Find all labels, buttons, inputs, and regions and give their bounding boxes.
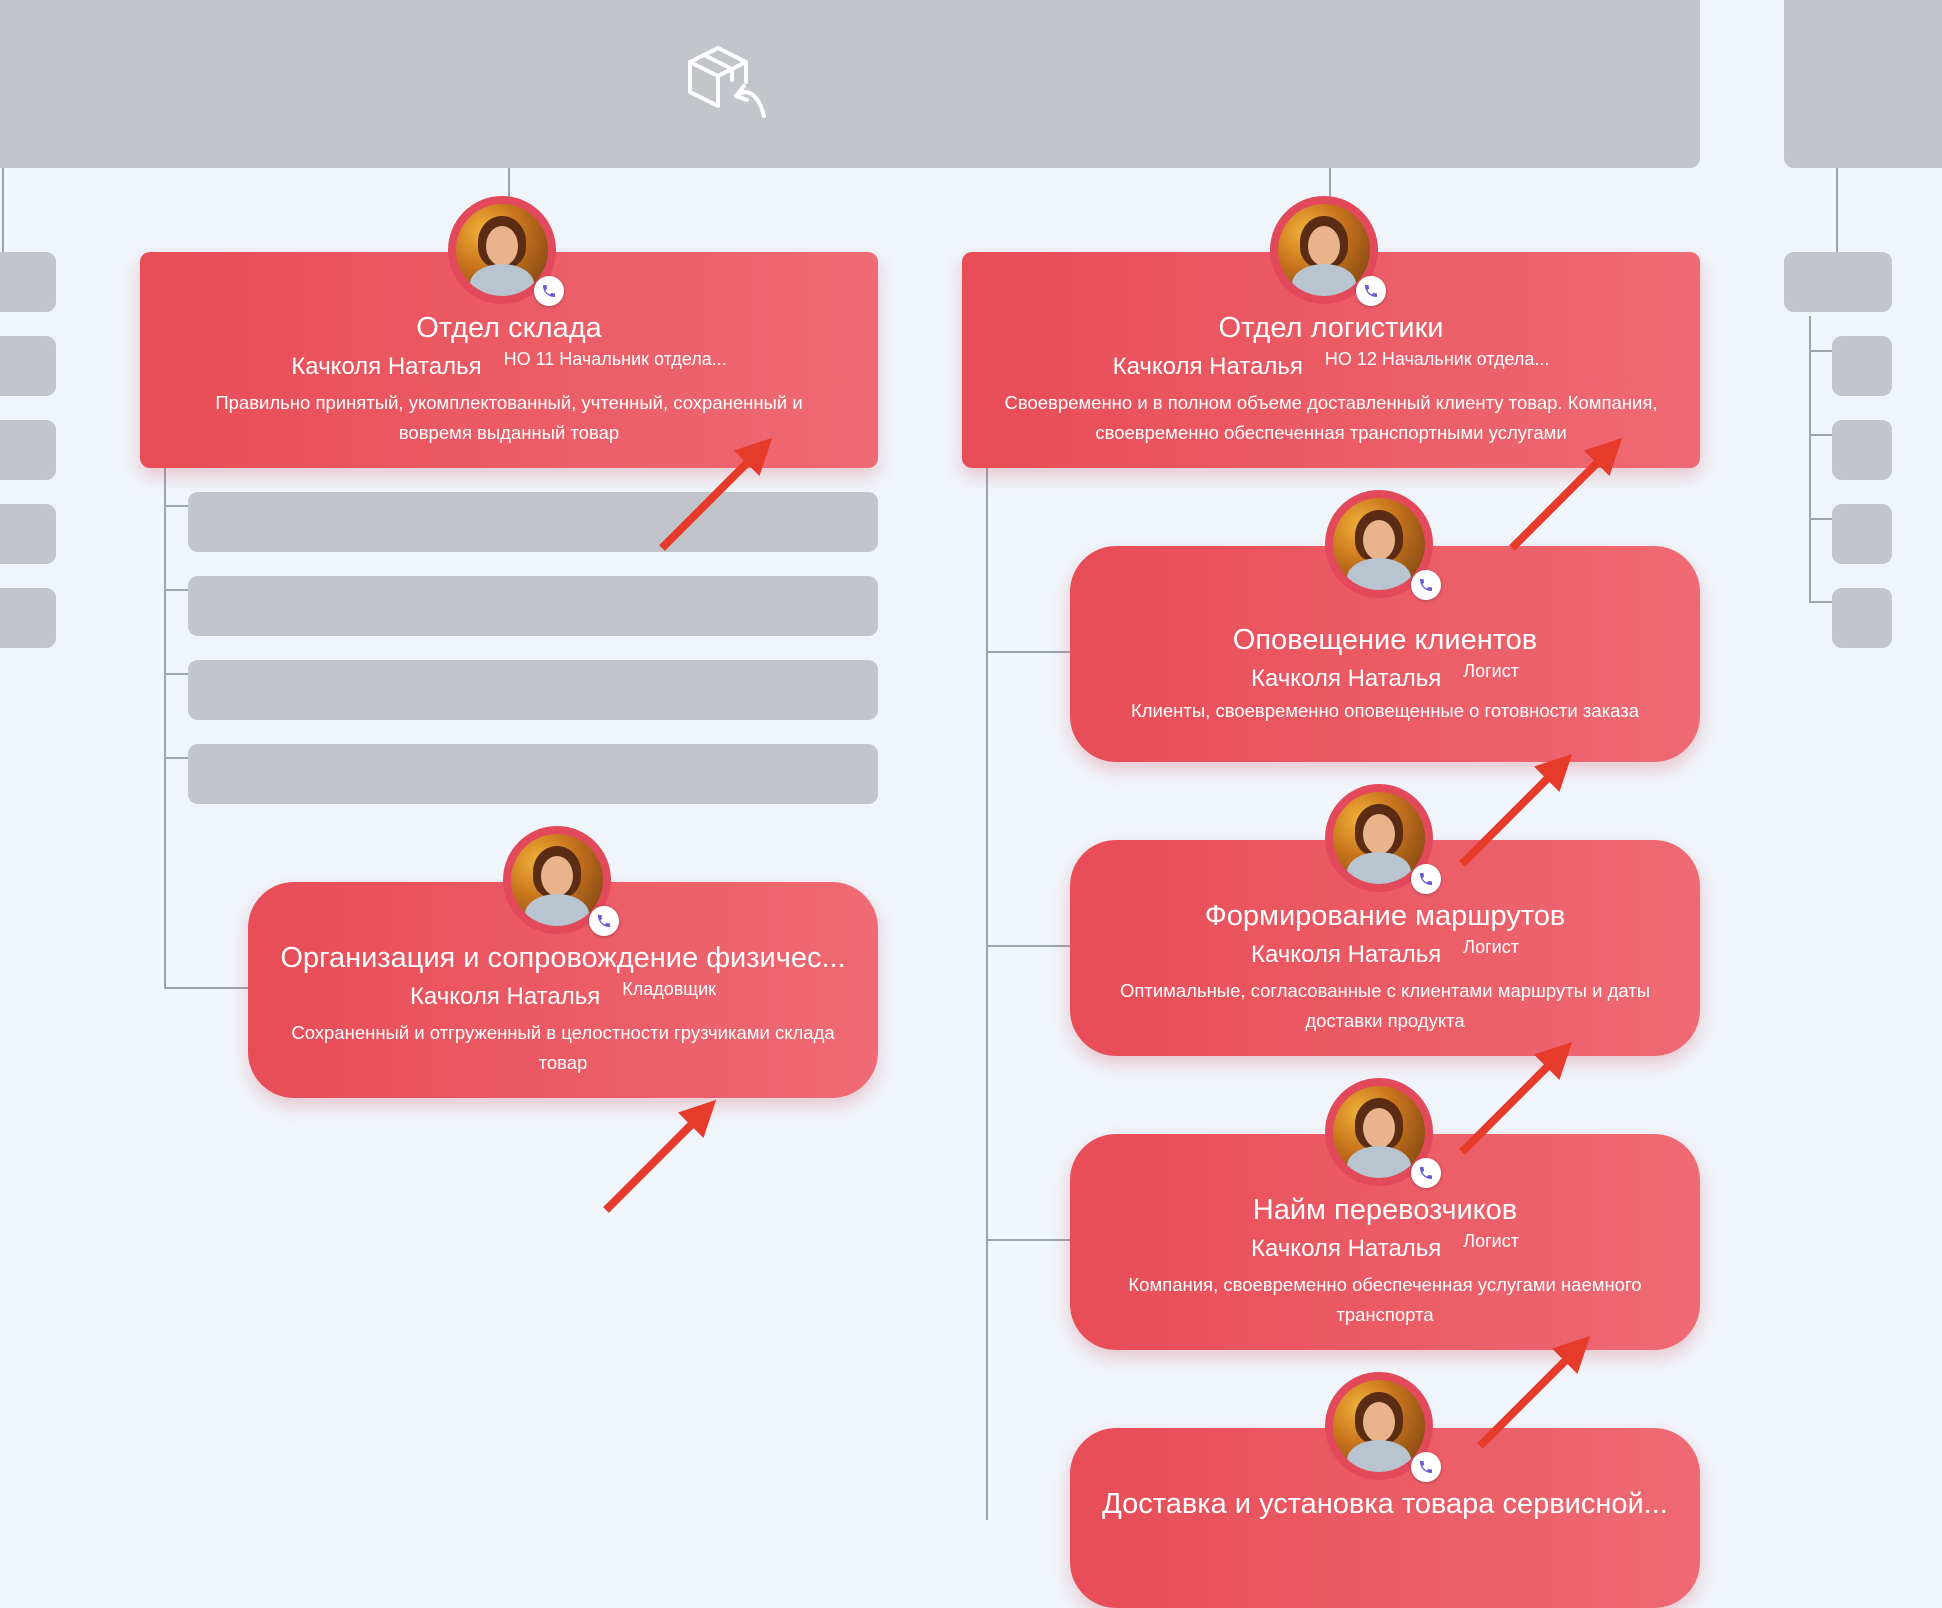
- connector-line: [986, 651, 1072, 653]
- card-person-line: Качколя Наталья Логист: [1070, 661, 1700, 693]
- placeholder-node[interactable]: [188, 492, 878, 552]
- card-title: Отдел логистики: [1218, 312, 1444, 344]
- placeholder-node[interactable]: [0, 588, 56, 648]
- card-person-name[interactable]: Качколя Наталья: [1251, 1235, 1442, 1262]
- card-title: Доставка и установка товара сервисной...: [1102, 1488, 1668, 1520]
- card-description: Оптимальные, согласованные с клиентами м…: [1119, 980, 1651, 1031]
- avatar-photo: [456, 204, 548, 296]
- card-person-name[interactable]: Качколя Наталья: [291, 353, 482, 380]
- phone-icon[interactable]: [1411, 1452, 1441, 1482]
- placeholder-node[interactable]: [188, 744, 878, 804]
- card-person-role: Логист: [1463, 661, 1519, 681]
- card-person-line: Качколя Наталья Логист: [1070, 937, 1700, 969]
- connector-line: [164, 505, 188, 507]
- department-header-block-right[interactable]: [1784, 0, 1942, 168]
- card-description: Своевременно и в полном объеме доставлен…: [1004, 392, 1658, 443]
- card-person-name[interactable]: Качколя Наталья: [1251, 665, 1442, 692]
- card-title: Формирование маршрутов: [1204, 900, 1566, 932]
- avatar[interactable]: [1325, 1372, 1441, 1482]
- avatar-photo: [1333, 1380, 1425, 1472]
- avatar[interactable]: [1325, 784, 1441, 894]
- connector-line: [1809, 434, 1833, 436]
- card-person-role: Кладовщик: [622, 979, 717, 999]
- card-description: Правильно принятый, укомплектованный, уч…: [215, 392, 803, 443]
- placeholder-node[interactable]: [0, 336, 56, 396]
- phone-icon[interactable]: [1411, 864, 1441, 894]
- avatar-photo: [1333, 1086, 1425, 1178]
- position-card-route-planning[interactable]: Формирование маршрутов Качколя Наталья Ло…: [1070, 840, 1700, 1056]
- avatar[interactable]: [1270, 196, 1386, 306]
- avatar-photo: [1333, 792, 1425, 884]
- phone-icon[interactable]: [1356, 276, 1386, 306]
- connector-line: [1329, 168, 1331, 202]
- avatar[interactable]: [448, 196, 564, 306]
- connector-line: [2, 168, 4, 254]
- card-person-line: Качколя Наталья Логист: [1070, 1231, 1700, 1263]
- card-person-name[interactable]: Качколя Наталья: [1251, 941, 1442, 968]
- avatar-photo: [1278, 204, 1370, 296]
- card-person-line: Качколя Наталья Кладовщик: [248, 979, 878, 1011]
- avatar[interactable]: [503, 826, 619, 936]
- card-title: Найм перевозчиков: [1252, 1194, 1518, 1226]
- phone-icon[interactable]: [1411, 1158, 1441, 1188]
- placeholder-node[interactable]: [0, 504, 56, 564]
- card-title: Организация и сопровождение физичес...: [280, 942, 846, 974]
- connector-line: [1836, 168, 1838, 254]
- connector-line: [164, 589, 188, 591]
- avatar-photo: [1333, 498, 1425, 590]
- connector-line: [986, 1239, 1072, 1241]
- connector-line: [986, 468, 988, 1520]
- connector-line: [164, 987, 248, 989]
- card-description: Клиенты, своевременно оповещенные о гото…: [1130, 700, 1639, 721]
- avatar[interactable]: [1325, 1078, 1441, 1188]
- connector-line: [164, 673, 188, 675]
- placeholder-node[interactable]: [1832, 504, 1892, 564]
- connector-line: [1809, 316, 1811, 602]
- connector-line: [1809, 350, 1833, 352]
- placeholder-node[interactable]: [0, 420, 56, 480]
- connector-line: [1809, 601, 1833, 603]
- placeholder-node[interactable]: [0, 252, 56, 312]
- connector-line: [1809, 518, 1833, 520]
- phone-icon[interactable]: [1411, 570, 1441, 600]
- phone-icon[interactable]: [589, 906, 619, 936]
- card-person-role: НО 11 Начальник отдела...: [503, 349, 727, 369]
- placeholder-node[interactable]: [1832, 420, 1892, 480]
- card-person-role: Логист: [1463, 937, 1519, 957]
- placeholder-node[interactable]: [188, 660, 878, 720]
- box-return-icon: [688, 46, 766, 118]
- avatar-photo: [511, 834, 603, 926]
- card-person-role: НО 12 Начальник отдела...: [1324, 349, 1550, 369]
- placeholder-node[interactable]: [1832, 588, 1892, 648]
- card-description: Сохраненный и отгруженный в целостности …: [291, 1022, 835, 1073]
- phone-icon[interactable]: [534, 276, 564, 306]
- card-title: Оповещение клиентов: [1232, 624, 1538, 656]
- card-person-line: Качколя Наталья НО 11 Начальник отдела...: [140, 349, 878, 381]
- card-person-name[interactable]: Качколя Наталья: [409, 983, 601, 1010]
- placeholder-node[interactable]: [1784, 252, 1892, 312]
- connector-line: [508, 168, 510, 202]
- position-card-storekeeper[interactable]: Организация и сопровождение физичес... К…: [248, 882, 878, 1098]
- connector-line: [986, 945, 1072, 947]
- department-header-block[interactable]: [0, 0, 1700, 168]
- placeholder-node[interactable]: [1832, 336, 1892, 396]
- card-person-name[interactable]: Качколя Наталья: [1112, 353, 1303, 380]
- avatar[interactable]: [1325, 490, 1441, 600]
- red-arrow: [603, 1099, 717, 1213]
- card-title: Отдел склада: [416, 312, 602, 344]
- card-person-line: Качколя Наталья НО 12 Начальник отдела...: [962, 349, 1700, 381]
- placeholder-node[interactable]: [188, 576, 878, 636]
- card-person-role: Логист: [1463, 1231, 1519, 1251]
- connector-line: [164, 468, 166, 988]
- card-description: Компания, своевременно обеспеченная услу…: [1128, 1274, 1642, 1325]
- connector-line: [164, 757, 188, 759]
